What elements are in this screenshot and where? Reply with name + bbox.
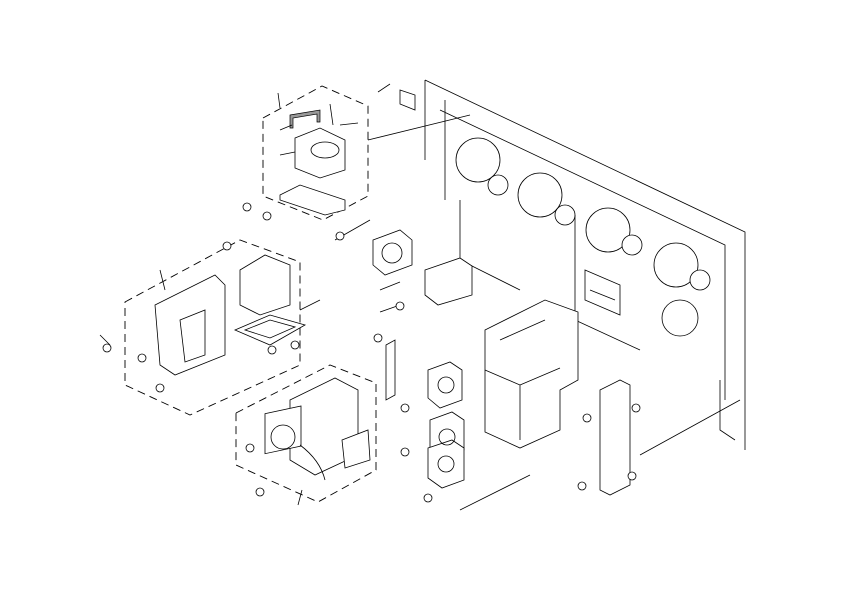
fan-assembly-group: [235, 364, 377, 506]
fan: [372, 229, 413, 276]
fan: [427, 439, 465, 489]
screw-icon: [222, 241, 232, 251]
blower-assembly-group: [262, 85, 471, 221]
duct-part: [239, 254, 291, 316]
screw-icon: [423, 493, 433, 503]
filter-plate: [233, 314, 307, 346]
screw-icon: [245, 443, 255, 453]
duct-cover: [154, 274, 226, 376]
group-outline: [124, 239, 301, 416]
group-outline: [262, 85, 369, 221]
screw-icon: [400, 447, 410, 457]
main-duct: [484, 299, 579, 449]
screw-icon: [627, 471, 637, 481]
screw-icon: [242, 202, 252, 212]
machine-frame: [377, 79, 746, 450]
bracket: [599, 379, 631, 496]
screw-icon: [102, 343, 112, 353]
fan: [427, 361, 463, 409]
screw-icon: [373, 333, 383, 343]
screw-icon: [137, 353, 147, 363]
duct-assembly-group: [99, 239, 321, 416]
screw-icon: [155, 383, 165, 393]
screw-icon: [400, 403, 410, 413]
screw-icon: [290, 340, 300, 350]
fan: [264, 405, 302, 455]
screw-icon: [577, 481, 587, 491]
fan-duct: [424, 257, 473, 306]
screw-icon: [582, 413, 592, 423]
group-outline: [235, 364, 377, 503]
screws: [102, 202, 641, 503]
center-parts: [334, 219, 741, 511]
screw-icon: [255, 487, 265, 497]
screw-icon: [631, 403, 641, 413]
screw-icon: [262, 211, 272, 221]
screw-icon: [335, 231, 345, 241]
mount-plate: [279, 184, 346, 216]
screw-icon: [267, 345, 277, 355]
screw-icon: [395, 301, 405, 311]
bracket-part: [289, 109, 321, 129]
